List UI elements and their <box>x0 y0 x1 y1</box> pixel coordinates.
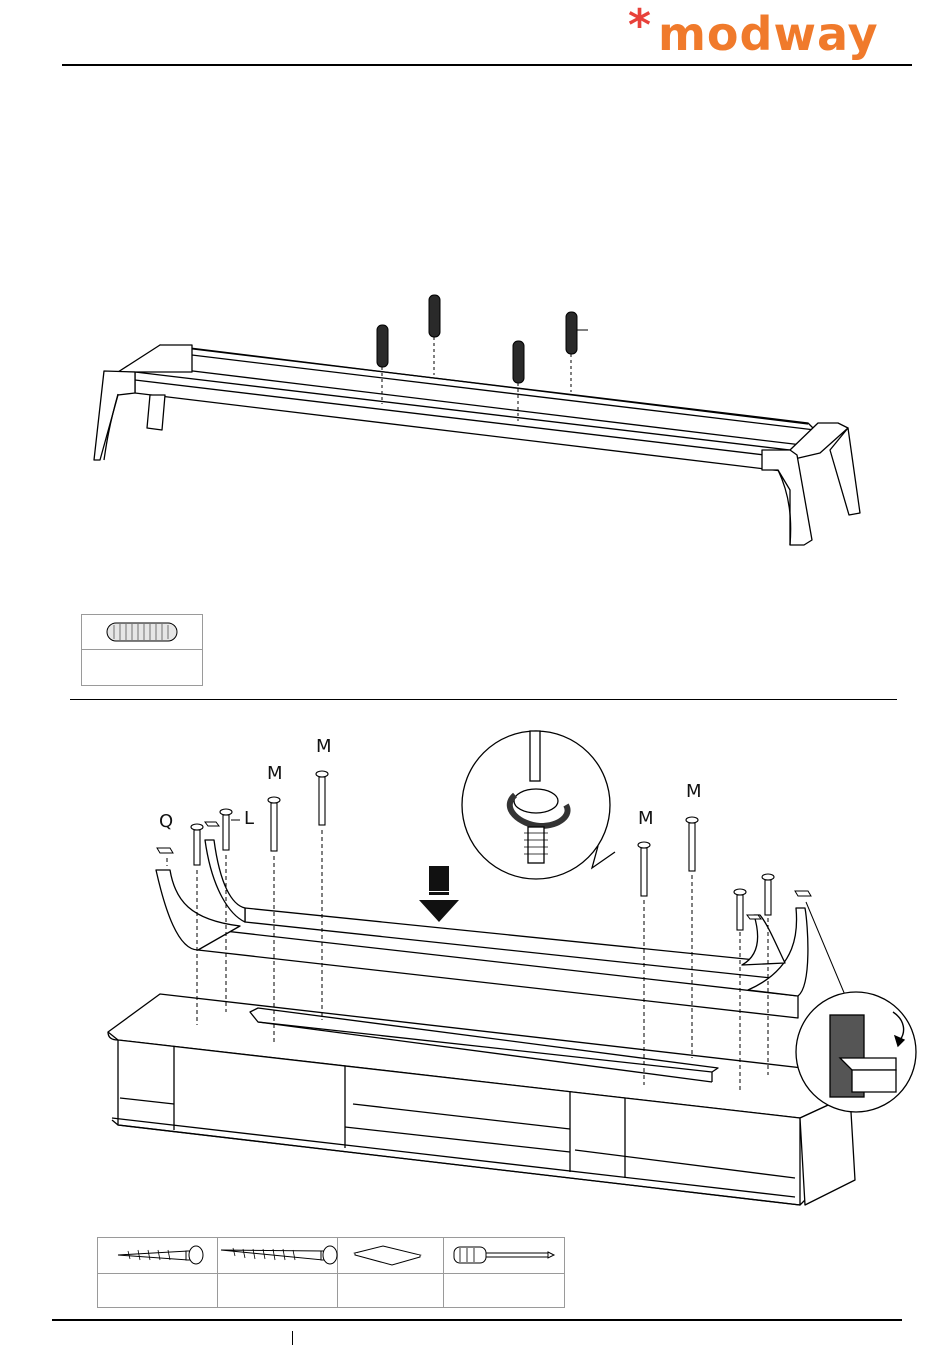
press-down-arrow-icon <box>419 866 459 922</box>
step2-parts-table <box>97 1237 565 1308</box>
short-screw-icon <box>118 1246 203 1264</box>
callout-m-2: M <box>316 736 332 757</box>
logo-asterisk: * <box>628 4 651 48</box>
callout-m-4: M <box>686 781 702 802</box>
brand-logo: * modway <box>622 4 882 68</box>
callout-q: Q <box>159 811 173 832</box>
step1-parts-box <box>81 614 203 686</box>
logo-wordmark: modway <box>658 2 879 66</box>
screw-detail-magnifier-icon <box>462 731 615 879</box>
dowel-group <box>377 295 577 383</box>
callout-l: L <box>244 808 254 829</box>
step-divider <box>70 699 897 700</box>
screwdriver-icon <box>454 1247 554 1263</box>
wood-dowel-icon <box>82 615 202 649</box>
callout-m-1: M <box>267 763 283 784</box>
pad-icon <box>355 1246 420 1265</box>
callout-m-3: M <box>638 808 654 829</box>
footer-rule <box>52 1319 902 1321</box>
long-screw-icon <box>221 1246 337 1264</box>
header-rule <box>62 64 912 66</box>
parts-row-divider <box>98 1273 564 1274</box>
pad-detail-magnifier-icon <box>796 902 916 1112</box>
footer-separator <box>292 1331 293 1345</box>
parts-divider <box>82 649 202 650</box>
